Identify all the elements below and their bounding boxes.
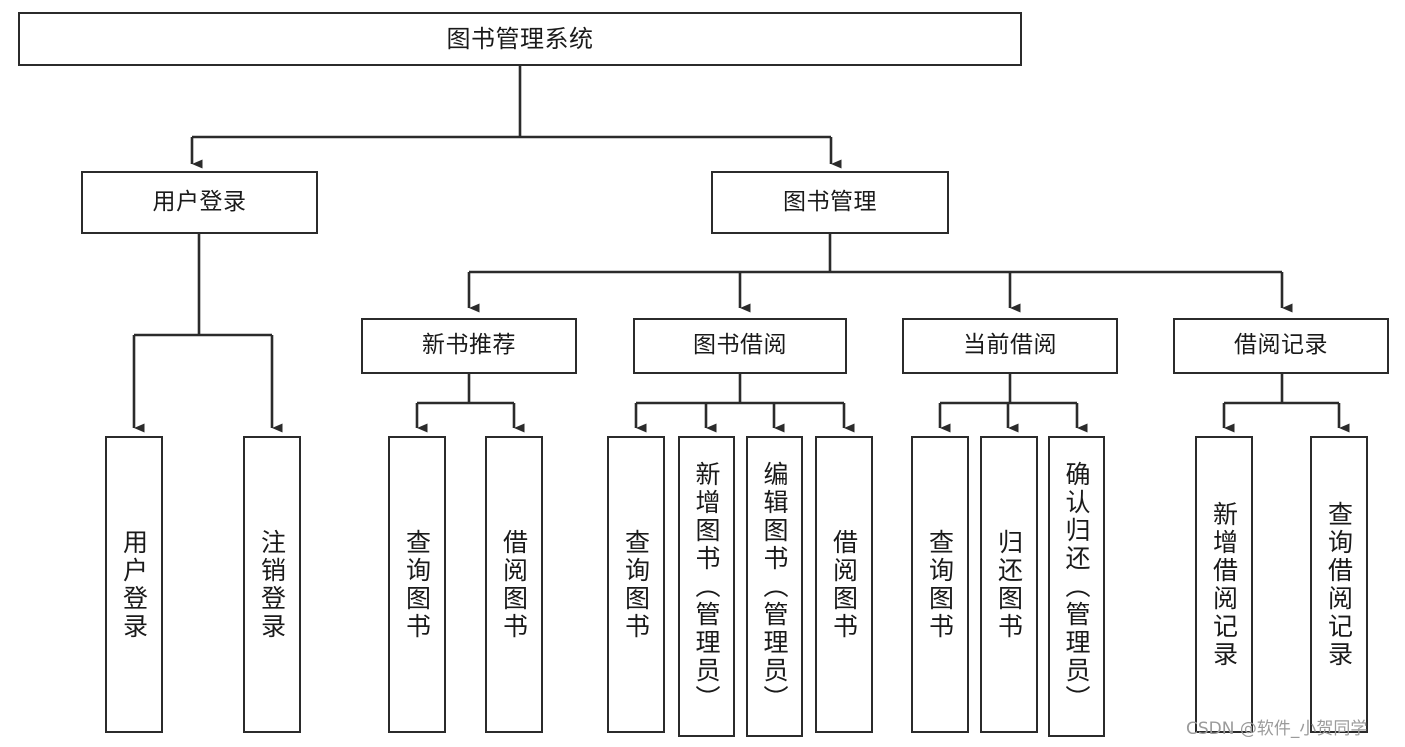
node-label: 用户登录 [119, 528, 149, 641]
node-current-borrow[interactable]: 当前借阅 [902, 318, 1118, 374]
node-user-login[interactable]: 用户登录 [81, 171, 318, 234]
leaf-book-borrow-add-book-admin[interactable]: 新增图书（管理员） [678, 436, 735, 737]
node-label: 借阅图书 [499, 528, 529, 641]
node-new-book-recommend[interactable]: 新书推荐 [361, 318, 577, 374]
leaf-book-borrow-edit-book-admin[interactable]: 编辑图书（管理员） [746, 436, 803, 737]
leaf-new-book-query-books[interactable]: 查询图书 [388, 436, 446, 733]
node-book-borrow[interactable]: 图书借阅 [633, 318, 847, 374]
leaf-borrow-record-add-record[interactable]: 新增借阅记录 [1195, 436, 1253, 733]
node-label: 查询借阅记录 [1324, 500, 1354, 669]
node-label: 图书管理 [783, 188, 877, 215]
leaf-current-borrow-return-books[interactable]: 归还图书 [980, 436, 1038, 733]
node-borrow-record[interactable]: 借阅记录 [1173, 318, 1389, 374]
node-label: 当前借阅 [963, 332, 1057, 359]
node-book-management[interactable]: 图书管理 [711, 171, 949, 234]
node-root-book-management-system[interactable]: 图书管理系统 [18, 12, 1022, 66]
leaf-user-login-logout[interactable]: 注销登录 [243, 436, 301, 733]
leaf-current-borrow-confirm-return-admin[interactable]: 确认归还（管理员） [1048, 436, 1105, 737]
node-label: 查询图书 [925, 528, 955, 641]
leaf-book-borrow-query-books[interactable]: 查询图书 [607, 436, 665, 733]
node-label: 图书借阅 [693, 332, 787, 359]
leaf-borrow-record-query-record[interactable]: 查询借阅记录 [1310, 436, 1368, 733]
node-label: 归还图书 [994, 528, 1024, 641]
node-label: 编辑图书（管理员） [760, 460, 789, 713]
node-label: 查询图书 [402, 528, 432, 641]
leaf-book-borrow-borrow-books[interactable]: 借阅图书 [815, 436, 873, 733]
node-label: 用户登录 [152, 188, 247, 215]
node-label: 借阅记录 [1234, 332, 1328, 359]
node-label: 确认归还（管理员） [1062, 460, 1091, 713]
node-label: 查询图书 [621, 528, 651, 641]
node-label: 注销登录 [257, 528, 287, 641]
node-label: 新增图书（管理员） [692, 460, 721, 713]
node-label: 新增借阅记录 [1209, 500, 1239, 669]
node-label: 新书推荐 [422, 332, 516, 359]
leaf-user-login-login[interactable]: 用户登录 [105, 436, 163, 733]
leaf-new-book-borrow-books[interactable]: 借阅图书 [485, 436, 543, 733]
csdn-watermark: CSDN @软件_小贺同学 [1186, 719, 1368, 739]
leaf-current-borrow-query-books[interactable]: 查询图书 [911, 436, 969, 733]
node-label: 图书管理系统 [446, 24, 594, 53]
node-label: 借阅图书 [829, 528, 859, 641]
